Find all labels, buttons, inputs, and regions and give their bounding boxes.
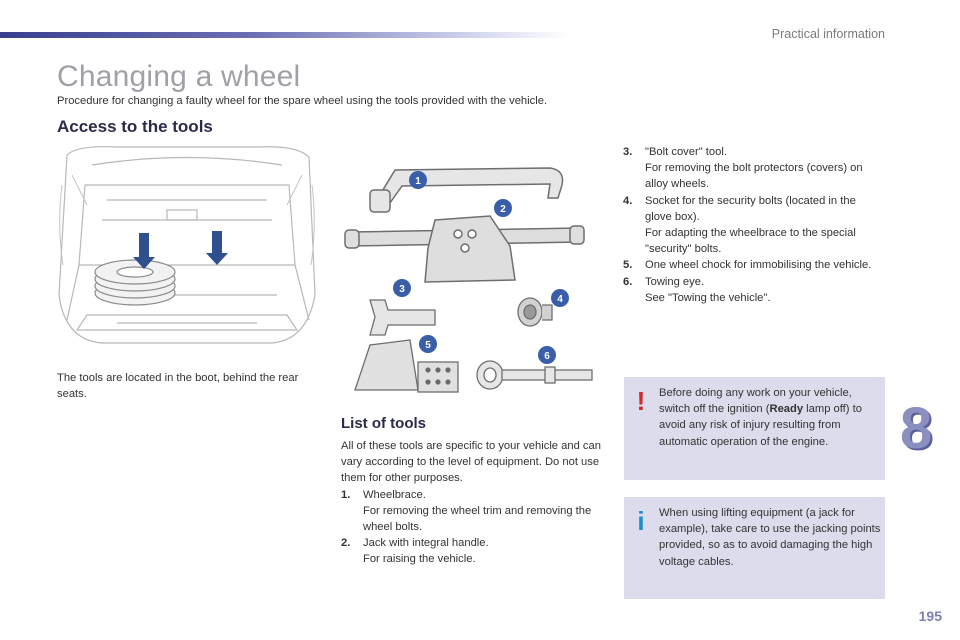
callout-1: 1 [415, 176, 421, 187]
warning-box: ! Before doing any work on your vehicle,… [624, 377, 885, 480]
item-name: Socket for the security bolts (located i… [645, 194, 856, 223]
towing-eye [476, 360, 593, 390]
item-desc: See "Towing the vehicle". [645, 291, 771, 304]
chapter-number: 8 [900, 396, 933, 461]
callout-4: 4 [557, 294, 563, 305]
bolt-cover-tool [369, 299, 436, 336]
item-name: Towing eye. [645, 275, 705, 288]
item-name: One wheel chock for immobilising the veh… [645, 259, 872, 272]
callout-5: 5 [425, 340, 431, 351]
callout-2: 2 [500, 204, 506, 215]
callout-3: 3 [399, 284, 405, 295]
jack [344, 215, 585, 283]
tools-illustration: 1 2 3 4 5 6 [344, 167, 593, 393]
info-text: When using lifting equipment (a jack for… [659, 507, 881, 568]
item-desc: For adapting the wheelbrace to the speci… [645, 227, 856, 256]
callout-markers [393, 171, 569, 364]
list-intro: All of these tools are specific to your … [341, 440, 601, 485]
item-name: Wheelbrace. [363, 488, 426, 501]
item-name: "Bolt cover" tool. [645, 146, 727, 158]
intro-text: Procedure for changing a faulty wheel fo… [57, 95, 548, 107]
list-item: 6. Towing eye.See "Towing the vehicle". [623, 275, 771, 304]
arrow-icon [133, 231, 228, 269]
boot-illustration [58, 146, 316, 344]
section-title: Practical information [771, 27, 885, 41]
header-gradient-bar [0, 32, 570, 38]
list-item: 5. One wheel chock for immobilising the … [623, 259, 872, 272]
item-desc: For removing the bolt protectors (covers… [645, 162, 863, 191]
info-box: i When using lifting equipment (a jack f… [624, 497, 885, 599]
item-desc: For raising the vehicle. [363, 553, 476, 566]
warning-text: Before doing any work on your vehicle, s… [659, 387, 862, 448]
callout-6: 6 [544, 351, 550, 362]
boot-caption: The tools are located in the boot, behin… [57, 372, 299, 400]
page-number: 195 [918, 608, 942, 624]
wheelbrace [369, 167, 564, 213]
tools-list-right: 3. "Bolt cover" tool.For removing the bo… [623, 144, 885, 306]
wheel-chock [354, 339, 459, 393]
access-heading: Access to the tools [57, 117, 213, 136]
item-name: Jack with integral handle. [363, 537, 489, 550]
spare-wheel-stack [94, 259, 176, 306]
page-title: Changing a wheel [57, 60, 301, 93]
warning-icon: ! [636, 386, 646, 416]
list-item: 2. Jack with integral handle.For raising… [341, 537, 489, 566]
item-desc: For removing the wheel trim and removing… [363, 504, 592, 534]
list-item: 1. Wheelbrace.For removing the wheel tri… [341, 488, 592, 534]
info-icon: i [637, 506, 645, 536]
list-item: 4. Socket for the security bolts (locate… [623, 194, 856, 256]
list-item: 3. "Bolt cover" tool.For removing the bo… [623, 146, 863, 191]
tools-list-left: All of these tools are specific to your … [341, 438, 603, 568]
list-heading: List of tools [341, 415, 426, 432]
security-socket [517, 297, 553, 327]
